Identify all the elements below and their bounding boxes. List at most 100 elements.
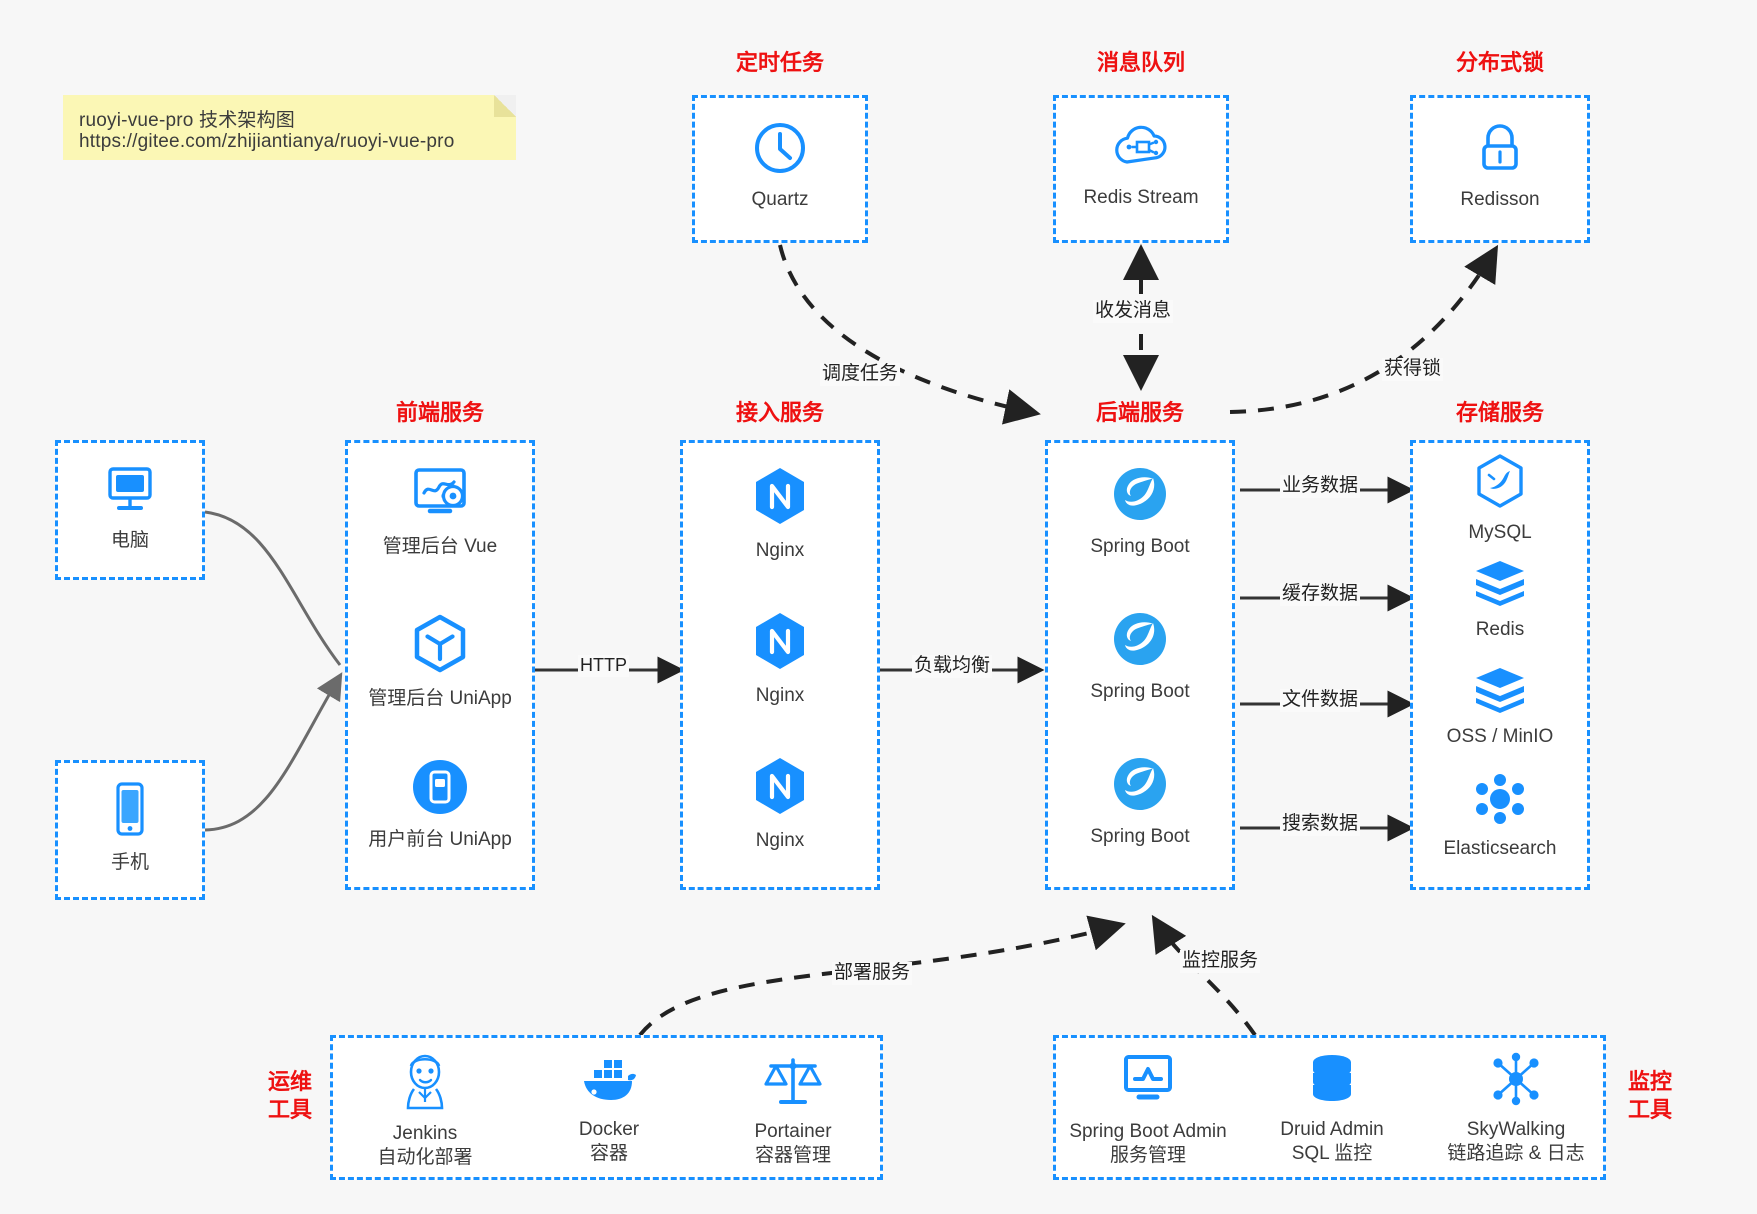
edge-label-schedule-task: 调度任务: [820, 363, 901, 386]
node-label: MySQL: [1468, 522, 1532, 543]
node-spring-boot-admin[interactable]: Spring Boot Admin 服务管理: [1056, 1052, 1240, 1168]
node-label: Redis: [1475, 619, 1525, 640]
node-docker[interactable]: Docker 容器: [517, 1052, 701, 1166]
note-fold-corner: [494, 95, 516, 117]
group-title-backend: 后端服务: [1095, 400, 1184, 425]
note-url: https://gitee.com/zhijiantianya/ruoyi-vu…: [79, 131, 455, 152]
node-label: Portainer: [754, 1121, 832, 1142]
node-label: Spring Boot: [1090, 826, 1190, 847]
node-redis-stream[interactable]: Redis Stream: [1056, 120, 1226, 210]
client-desktop-box: 电脑: [55, 440, 205, 580]
node-quartz[interactable]: Quartz: [695, 120, 865, 212]
node-redis[interactable]: Redis: [1413, 558, 1587, 642]
node-label: Quartz: [751, 189, 809, 210]
mysql-dolphin-icon: [1474, 453, 1526, 514]
group-message-queue: Redis Stream: [1053, 95, 1229, 243]
edge-label-cache-data: 缓存数据: [1280, 583, 1361, 606]
node-admin-vue[interactable]: 管理后台 Vue: [348, 465, 532, 559]
docker-whale-icon: [578, 1052, 640, 1111]
edge-label-acquire-lock: 获得锁: [1382, 358, 1444, 381]
node-spring-boot-3[interactable]: Spring Boot: [1048, 755, 1232, 849]
edge-label-monitor-service: 监控服务: [1180, 950, 1261, 973]
edge-label-file-data: 文件数据: [1280, 689, 1361, 712]
node-jenkins[interactable]: Jenkins 自动化部署: [333, 1052, 517, 1170]
mobile-icon: [109, 781, 151, 844]
node-label: Jenkins: [392, 1123, 458, 1144]
ops-title-line2: 工具: [267, 1096, 312, 1122]
node-nginx-2[interactable]: Nginx: [683, 610, 877, 708]
node-label: 用户前台 UniApp: [368, 829, 512, 850]
jenkins-butler-icon: [398, 1052, 452, 1115]
group-title-scheduled-task: 定时任务: [735, 50, 824, 75]
group-frontend: 管理后台 Vue 管理后台 UniApp 用户前台 UniApp: [345, 440, 535, 890]
node-elasticsearch[interactable]: Elasticsearch: [1413, 773, 1587, 861]
node-sublabel: 链路追踪 & 日志: [1447, 1142, 1585, 1164]
node-label: SkyWalking: [1466, 1119, 1566, 1140]
group-monitor-tools: Spring Boot Admin 服务管理 Druid Admin SQL 监…: [1053, 1035, 1606, 1180]
node-label: 管理后台 UniApp: [368, 688, 512, 709]
dashboard-gear-icon: [408, 465, 472, 528]
node-redisson[interactable]: Redisson: [1413, 120, 1587, 212]
clock-icon: [752, 120, 808, 181]
node-sublabel: 容器管理: [754, 1144, 831, 1166]
node-skywalking[interactable]: SkyWalking 链路追踪 & 日志: [1424, 1052, 1608, 1166]
desktop-icon: [102, 463, 158, 522]
node-label: Nginx: [755, 685, 805, 706]
node-sublabel: 自动化部署: [377, 1146, 473, 1168]
spring-leaf-icon: [1111, 465, 1169, 528]
group-storage: MySQL Redis OSS / MinIO: [1410, 440, 1590, 890]
node-label: Redisson: [1460, 189, 1540, 210]
group-title-distributed-lock: 分布式锁: [1455, 50, 1544, 75]
node-oss-minio[interactable]: OSS / MinIO: [1413, 665, 1587, 749]
group-distributed-lock: Redisson: [1410, 95, 1590, 243]
node-desktop[interactable]: 电脑: [58, 463, 202, 553]
node-label: Redis Stream: [1083, 187, 1199, 208]
group-scheduled-task: Quartz: [692, 95, 868, 243]
node-label: Druid Admin: [1280, 1119, 1384, 1140]
group-ops-tools: Jenkins 自动化部署: [330, 1035, 883, 1180]
node-sublabel: 容器: [589, 1142, 628, 1164]
node-mysql[interactable]: MySQL: [1413, 453, 1587, 545]
node-user-uniapp[interactable]: 用户前台 UniApp: [348, 758, 532, 852]
node-label: Nginx: [755, 830, 805, 851]
node-label: Spring Boot: [1090, 536, 1190, 557]
node-label: 管理后台 Vue: [382, 536, 498, 557]
monitor-title-line1: 监控: [1627, 1069, 1672, 1094]
note-title: ruoyi-vue-pro 技术架构图: [79, 110, 296, 131]
spring-leaf-icon: [1111, 610, 1169, 673]
edge-label-deploy-service: 部署服务: [832, 962, 913, 985]
ops-title-line1: 运维: [267, 1069, 312, 1094]
node-label: 电脑: [110, 530, 149, 551]
group-backend: Spring Boot Spring Boot Spring Boot: [1045, 440, 1235, 890]
node-admin-uniapp[interactable]: 管理后台 UniApp: [348, 613, 532, 711]
node-spring-boot-2[interactable]: Spring Boot: [1048, 610, 1232, 704]
app-window-icon: [411, 758, 469, 821]
nginx-icon: [751, 610, 809, 677]
database-icon: [1305, 1052, 1359, 1111]
cloud-stream-icon: [1111, 120, 1171, 179]
node-label: Docker: [578, 1119, 640, 1140]
edge-label-message-exchange: 收发消息: [1093, 300, 1174, 323]
elasticsearch-icon: [1472, 773, 1528, 830]
nginx-icon: [751, 755, 809, 822]
node-spring-boot-1[interactable]: Spring Boot: [1048, 465, 1232, 559]
node-nginx-3[interactable]: Nginx: [683, 755, 877, 853]
edge-label-http: HTTP: [578, 655, 629, 677]
node-druid-admin[interactable]: Druid Admin SQL 监控: [1240, 1052, 1424, 1166]
nginx-icon: [751, 465, 809, 532]
node-label: Elasticsearch: [1443, 838, 1557, 859]
group-title-message-queue: 消息队列: [1096, 50, 1185, 75]
node-nginx-1[interactable]: Nginx: [683, 465, 877, 563]
title-note: ruoyi-vue-pro 技术架构图 https://gitee.com/zh…: [63, 95, 516, 160]
edge-label-business-data: 业务数据: [1280, 475, 1361, 498]
edge-label-search-data: 搜索数据: [1280, 813, 1361, 836]
lock-icon: [1473, 120, 1527, 181]
node-portainer[interactable]: Portainer 容器管理: [701, 1052, 885, 1168]
group-title-ops-tools: 运维 工具: [255, 1068, 325, 1123]
scales-icon: [763, 1052, 823, 1113]
group-title-monitor-tools: 监控 工具: [1615, 1068, 1685, 1123]
client-mobile-box: 手机: [55, 760, 205, 900]
node-mobile[interactable]: 手机: [58, 781, 202, 875]
spring-leaf-icon: [1111, 755, 1169, 818]
